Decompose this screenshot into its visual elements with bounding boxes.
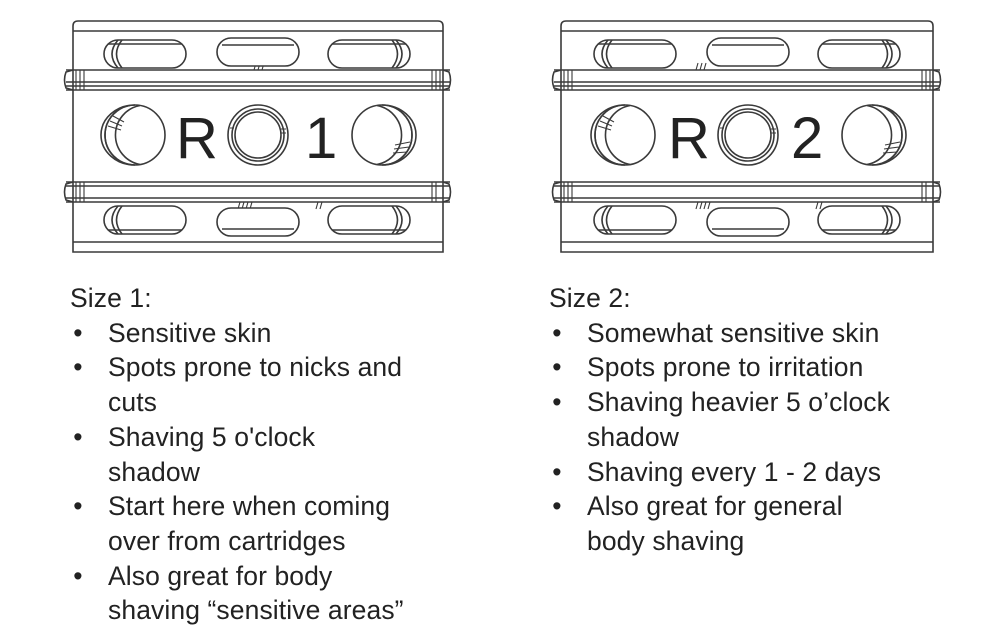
bullet-icon: •: [73, 491, 83, 522]
bullet-icon: •: [552, 317, 562, 348]
razor-label-letter: R: [668, 106, 710, 171]
feature-item: • Also great for general body shaving: [549, 489, 969, 558]
razor-head-size-2-illustration: R 2: [548, 0, 948, 270]
feature-text: Also great for body: [108, 560, 333, 591]
feature-text: Sensitive skin: [108, 317, 272, 348]
razor-label-number: 1: [305, 106, 337, 171]
feature-text-cont: over from cartridges: [108, 525, 346, 556]
razor-label-letter: R: [176, 106, 218, 171]
feature-item: • Also great for body shaving “sensitive…: [70, 559, 470, 628]
feature-item: • Shaving heavier 5 o’clock shadow: [549, 385, 969, 454]
bullet-icon: •: [73, 421, 83, 452]
razor-head-size-1-illustration: R 1: [60, 0, 460, 270]
bullet-icon: •: [73, 352, 83, 383]
feature-text-cont: shadow: [108, 456, 200, 487]
bullet-icon: •: [73, 317, 83, 348]
bullet-icon: •: [552, 456, 562, 487]
razor-head-drawing: R 2: [551, 20, 942, 253]
size-2-feature-list: • Somewhat sensitive skin • Spots prone …: [549, 316, 969, 559]
feature-text: Spots prone to irritation: [587, 352, 864, 383]
size-2-title: Size 2:: [549, 283, 631, 313]
feature-text-cont: shadow: [587, 421, 679, 452]
bullet-icon: •: [73, 560, 83, 591]
feature-text-cont: cuts: [108, 387, 158, 418]
size-2-description: Size 2: • Somewhat sensitive skin • Spot…: [549, 281, 969, 559]
feature-item: • Spots prone to nicks and cuts: [70, 350, 470, 419]
feature-text: Shaving every 1 - 2 days: [587, 456, 882, 487]
bullet-icon: •: [552, 387, 562, 418]
feature-text-cont: shaving “sensitive areas”: [108, 595, 404, 626]
size-1-description: Size 1: • Sensitive skin • Spots prone t…: [70, 281, 470, 628]
feature-text: Shaving heavier 5 o’clock: [587, 387, 891, 418]
size-1-title: Size 1:: [70, 283, 152, 313]
razor-label-number: 2: [791, 106, 823, 171]
feature-text: Shaving 5 o'clock: [108, 421, 316, 452]
feature-item: • Spots prone to irritation: [549, 350, 969, 385]
feature-item: • Sensitive skin: [70, 316, 470, 351]
feature-text: Also great for general: [587, 491, 843, 522]
bullet-icon: •: [552, 491, 562, 522]
feature-text: Start here when coming: [108, 491, 391, 522]
bullet-icon: •: [552, 352, 562, 383]
feature-text: Spots prone to nicks and: [108, 352, 403, 383]
feature-text-cont: body shaving: [587, 525, 745, 556]
feature-item: • Shaving 5 o'clock shadow: [70, 420, 470, 489]
feature-text: Somewhat sensitive skin: [587, 317, 880, 348]
feature-item: • Start here when coming over from cartr…: [70, 489, 470, 558]
size-1-feature-list: • Sensitive skin • Spots prone to nicks …: [70, 316, 470, 628]
feature-item: • Somewhat sensitive skin: [549, 316, 969, 351]
razor-head-drawing: R 1: [63, 20, 452, 253]
feature-item: • Shaving every 1 - 2 days: [549, 455, 969, 490]
